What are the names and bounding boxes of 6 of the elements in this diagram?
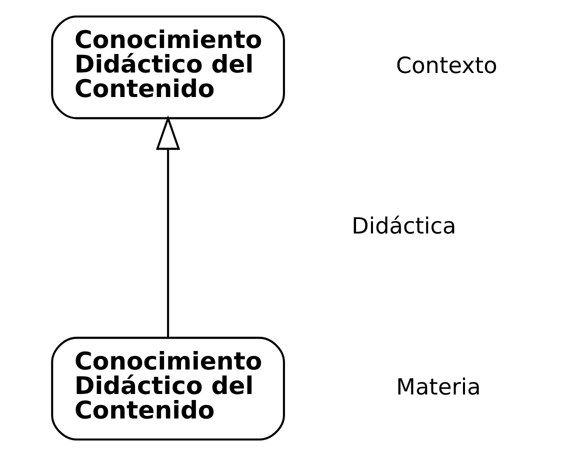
label: Materia [396,374,480,400]
arrow [155,115,180,338]
label: Didáctica [351,214,456,240]
label: Contexto [396,53,497,80]
node-box: Conocimiento Didáctico del Contenido [50,336,284,440]
node-box: Conocimiento Didáctico del Contenido [50,16,284,120]
